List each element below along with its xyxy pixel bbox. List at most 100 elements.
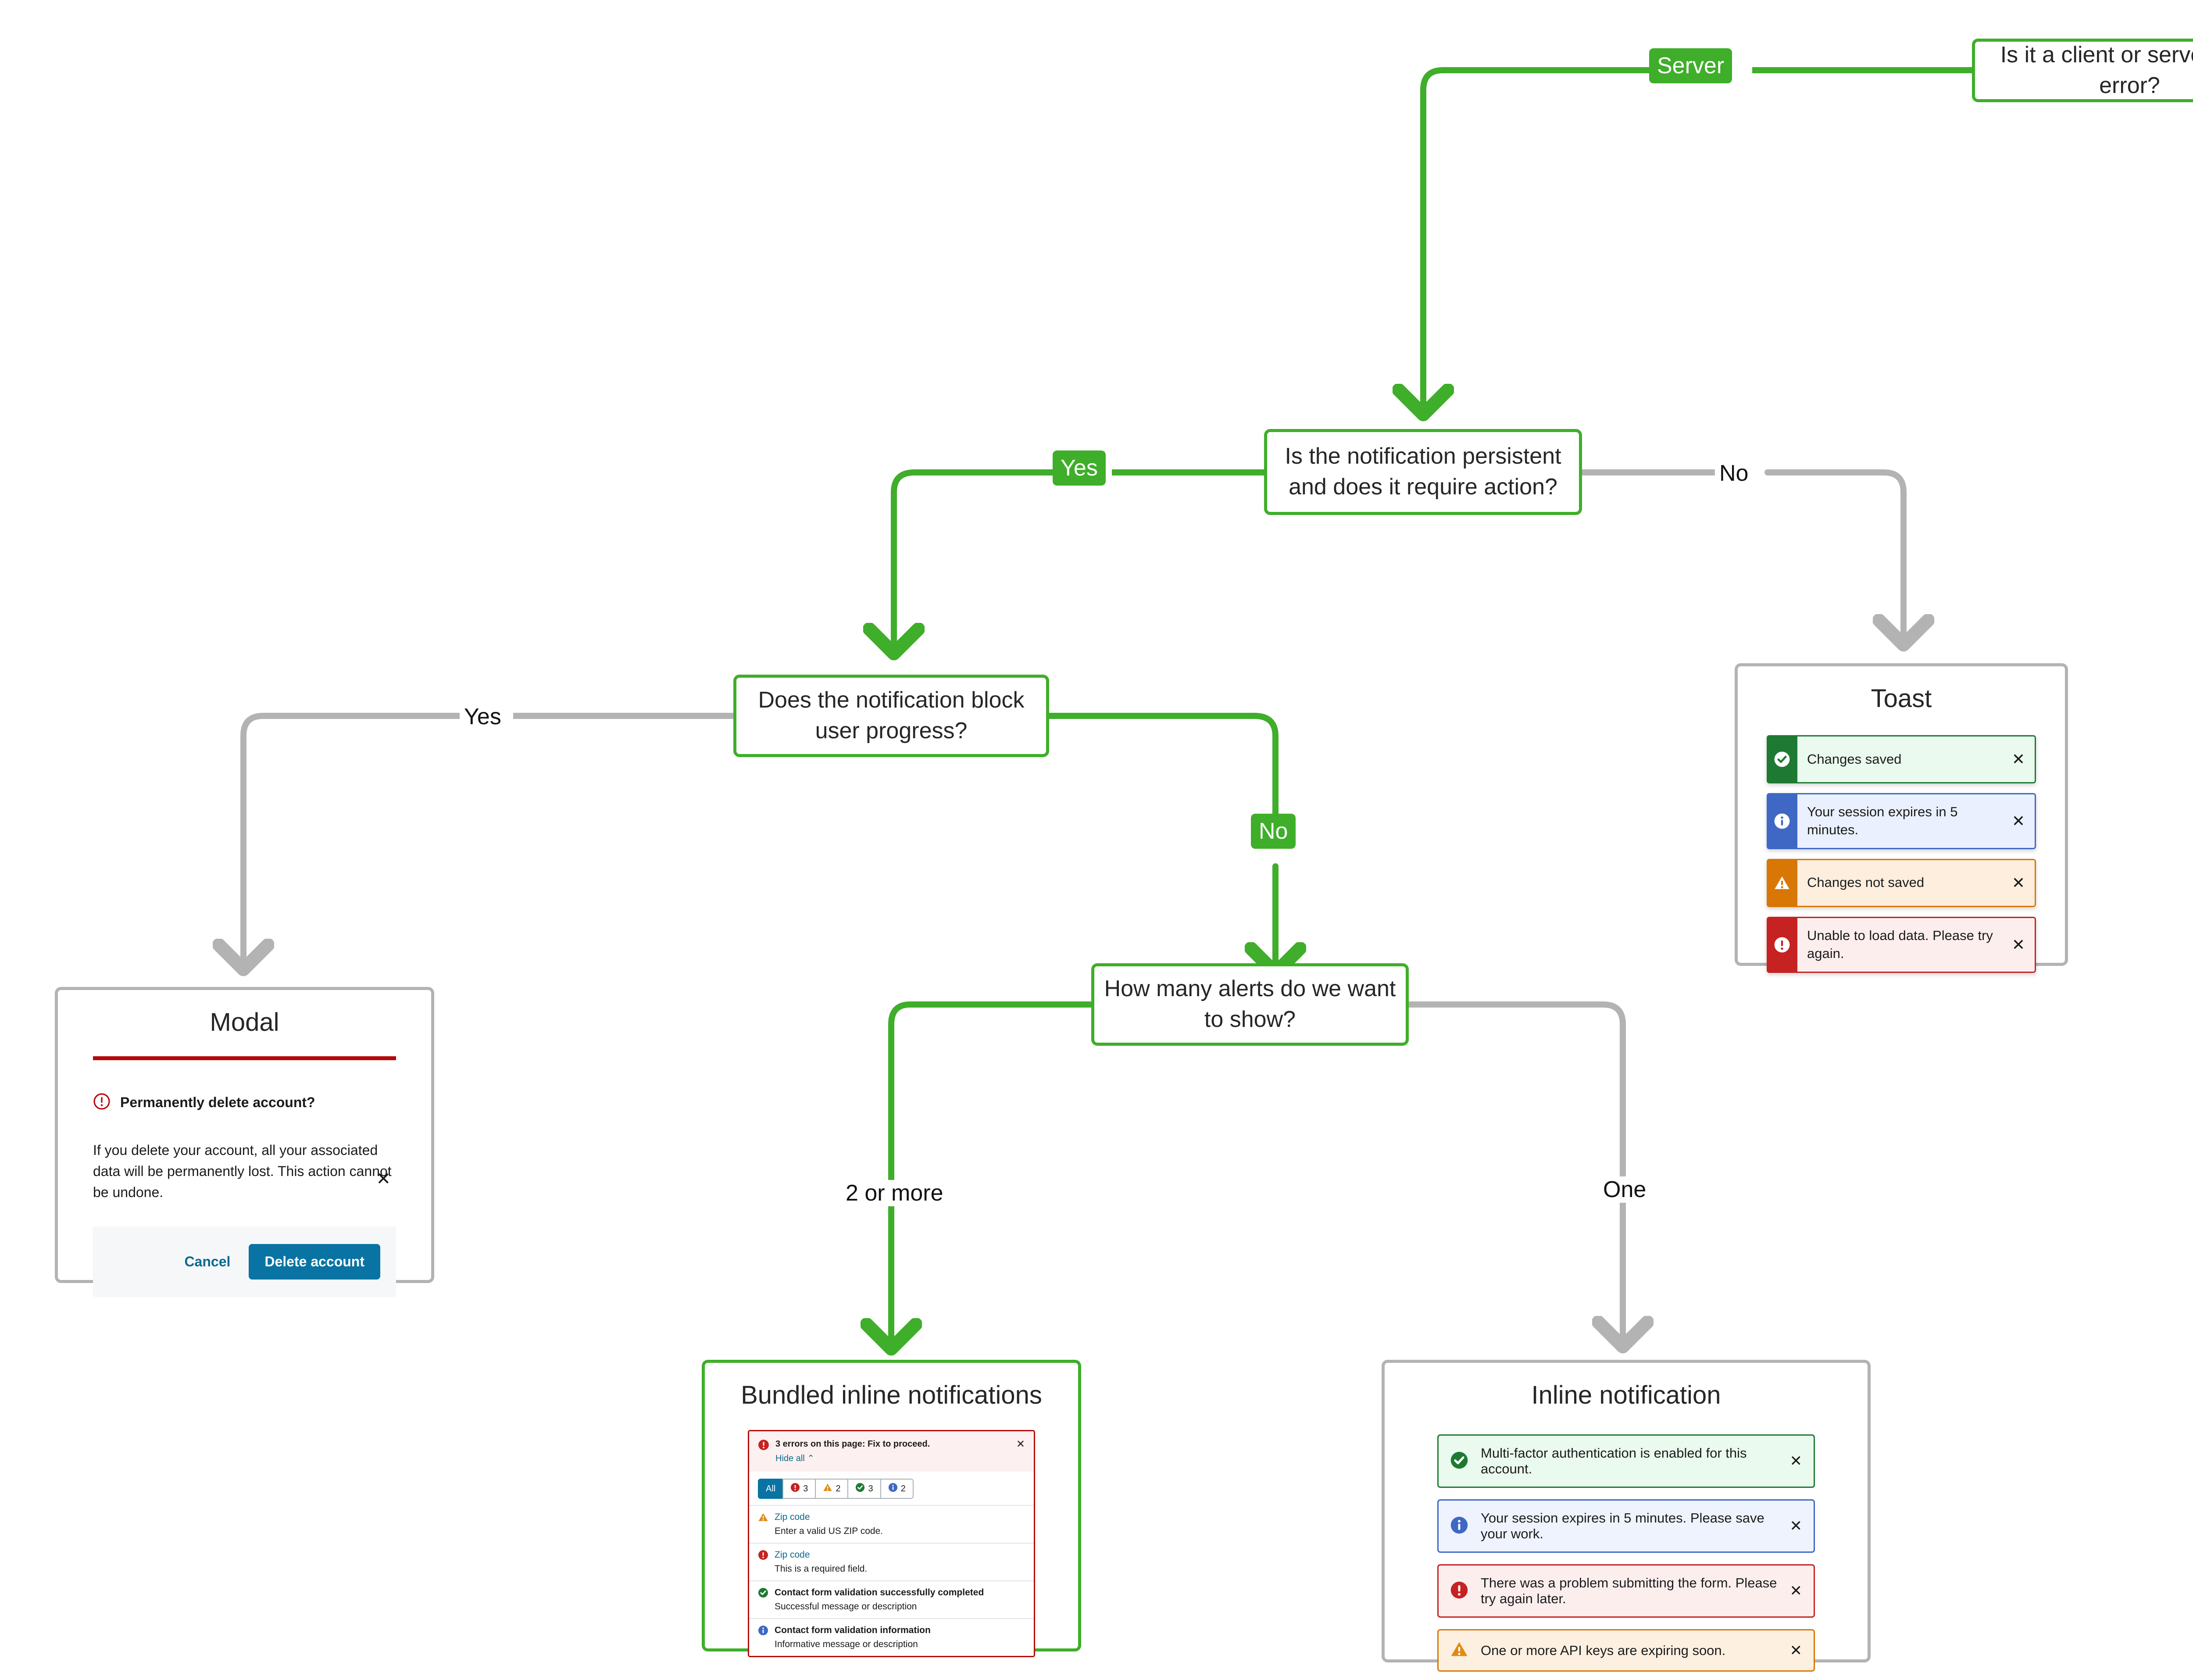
card-toast: Toast Changes saved ✕ Yo	[1735, 663, 2068, 973]
filter-pill-info[interactable]: 2	[880, 1479, 914, 1499]
bundled-row-title[interactable]: Zip code	[775, 1550, 810, 1560]
edge-q4-one	[1406, 1001, 1623, 1347]
error-circle-icon	[790, 1483, 800, 1495]
close-icon[interactable]: ✕	[1789, 1453, 1803, 1469]
decision-node-block-progress[interactable]: Does the notification block user progres…	[733, 675, 1049, 757]
toast-text: Changes saved	[1807, 751, 1902, 767]
warning-triangle-icon	[1775, 876, 1789, 889]
edge-yes-to-modal	[243, 713, 463, 969]
card-bundled-inline-notifications: Bundled inline notifications 3 errors on…	[702, 1360, 1081, 1657]
check-circle-icon	[855, 1483, 865, 1495]
edge-label-yes-persistent: Yes	[1053, 450, 1106, 486]
inline-item-error[interactable]: There was a problem submitting the form.…	[1437, 1564, 1815, 1618]
close-icon[interactable]: ✕	[1789, 1583, 1803, 1599]
error-circle-icon	[758, 1439, 769, 1453]
decision-node-persistent-action[interactable]: Is the notification persistent and does …	[1264, 429, 1582, 515]
toast-item-info[interactable]: Your session expires in 5 minutes. ✕	[1767, 793, 2036, 849]
edge-label-two-or-more: 2 or more	[841, 1180, 948, 1206]
decision-node-how-many-alerts[interactable]: How many alerts do we want to show?	[1091, 963, 1409, 1046]
inline-text: Multi-factor authentication is enabled f…	[1481, 1445, 1747, 1476]
check-circle-icon	[758, 1587, 768, 1600]
filter-pill-warnings[interactable]: 2	[815, 1479, 848, 1499]
decision-label: How many alerts do we want to show?	[1104, 976, 1396, 1032]
bundled-row-desc: Informative message or description	[775, 1639, 918, 1649]
info-circle-icon	[888, 1483, 898, 1495]
filter-pill-all[interactable]: All	[758, 1479, 783, 1499]
bundled-row-desc: Successful message or description	[775, 1601, 917, 1612]
bundled-row-error[interactable]: Zip code This is a required field.	[749, 1543, 1034, 1580]
close-icon[interactable]: ✕	[1789, 1642, 1803, 1659]
inline-text: There was a problem submitting the form.…	[1481, 1575, 1777, 1606]
toast-list: Changes saved ✕ Your session expires in …	[1738, 713, 2065, 973]
close-icon[interactable]: ✕	[2011, 750, 2025, 768]
filter-count: 3	[868, 1483, 873, 1494]
toast-text: Your session expires in 5 minutes.	[1807, 804, 1958, 837]
hide-all-label: Hide all	[775, 1454, 805, 1463]
toast-item-error[interactable]: Unable to load data. Please try again. ✕	[1767, 916, 2036, 973]
toast-icon-strip	[1767, 793, 1797, 849]
bundled-row-desc: This is a required field.	[775, 1564, 868, 1574]
close-icon[interactable]: ✕	[2011, 873, 2025, 892]
filter-count: 2	[900, 1483, 906, 1494]
close-icon[interactable]: ✕	[2011, 935, 2025, 954]
close-icon[interactable]: ✕	[376, 1169, 391, 1189]
inline-notification-list: Multi-factor authentication is enabled f…	[1385, 1410, 1868, 1672]
error-circle-outline-icon	[93, 1093, 111, 1112]
card-title: Modal	[210, 1008, 279, 1037]
error-circle-icon	[1450, 1581, 1468, 1601]
modal-body-text: If you delete your account, all your ass…	[93, 1142, 392, 1200]
check-circle-icon	[1450, 1451, 1468, 1472]
inline-item-warning[interactable]: One or more API keys are expiring soon. …	[1437, 1629, 1815, 1672]
close-icon[interactable]: ✕	[2011, 811, 2025, 830]
hide-all-toggle[interactable]: Hide all ⌃	[775, 1453, 1010, 1464]
inline-item-success[interactable]: Multi-factor authentication is enabled f…	[1437, 1434, 1815, 1488]
card-title: Toast	[1871, 684, 1932, 713]
edge-label-yes-block: Yes	[460, 704, 506, 730]
edge-label-server: Server	[1649, 48, 1732, 83]
card-modal: Modal ✕ Permanently delete account? If y…	[55, 987, 434, 1297]
cancel-button[interactable]: Cancel	[184, 1254, 231, 1269]
info-circle-icon	[758, 1625, 768, 1638]
inline-text: Your session expires in 5 minutes. Pleas…	[1481, 1510, 1764, 1541]
edge-label-no-persistent: No	[1715, 460, 1753, 486]
edge-no-to-toast	[1764, 469, 1904, 645]
error-circle-icon	[1774, 937, 1790, 953]
decision-label: Is the notification persistent and does …	[1285, 443, 1561, 500]
toast-text: Changes not saved	[1807, 875, 1925, 890]
info-circle-icon	[1774, 813, 1790, 829]
inline-item-info[interactable]: Your session expires in 5 minutes. Pleas…	[1437, 1499, 1815, 1553]
card-title: Inline notification	[1531, 1381, 1721, 1409]
bundled-filter-pills: All 3 2	[749, 1472, 1034, 1505]
delete-account-button[interactable]: Delete account	[249, 1244, 380, 1280]
edge-label-one: One	[1599, 1176, 1651, 1203]
chevron-up-icon: ⌃	[807, 1454, 815, 1463]
toast-icon-strip	[1767, 858, 1797, 907]
toast-item-success[interactable]: Changes saved ✕	[1767, 735, 2036, 783]
info-circle-icon	[1450, 1516, 1468, 1537]
close-icon[interactable]: ✕	[1016, 1438, 1025, 1450]
bundled-row-success[interactable]: Contact form validation successfully com…	[749, 1580, 1034, 1618]
warning-triangle-icon	[823, 1483, 832, 1495]
edge-q4-two-or-more	[891, 1001, 1094, 1349]
bundled-row-title[interactable]: Zip code	[775, 1512, 810, 1522]
bundled-row-warning[interactable]: Zip code Enter a valid US ZIP code.	[749, 1505, 1034, 1543]
close-icon[interactable]: ✕	[1789, 1518, 1803, 1534]
toast-item-warning[interactable]: Changes not saved ✕	[1767, 858, 2036, 907]
bundled-row-info[interactable]: Contact form validation information Info…	[749, 1618, 1034, 1656]
toast-icon-strip	[1767, 735, 1797, 783]
bundled-row-desc: Enter a valid US ZIP code.	[775, 1526, 883, 1536]
filter-pill-errors[interactable]: 3	[782, 1479, 815, 1499]
bundled-summary-text: 3 errors on this page: Fix to proceed.	[775, 1439, 930, 1449]
warning-triangle-icon	[758, 1512, 768, 1525]
modal-heading: Permanently delete account?	[120, 1094, 315, 1110]
edge-q3-no-a	[1046, 713, 1279, 817]
toast-text: Unable to load data. Please try again.	[1807, 927, 1993, 961]
filter-count: 3	[803, 1483, 808, 1494]
inline-text: One or more API keys are expiring soon.	[1481, 1642, 1726, 1658]
bundled-panel: 3 errors on this page: Fix to proceed. H…	[748, 1430, 1035, 1657]
filter-pill-success[interactable]: 3	[847, 1479, 880, 1499]
edge-server-to-q2	[1423, 67, 1652, 415]
bundled-row-title: Contact form validation successfully com…	[775, 1587, 984, 1598]
